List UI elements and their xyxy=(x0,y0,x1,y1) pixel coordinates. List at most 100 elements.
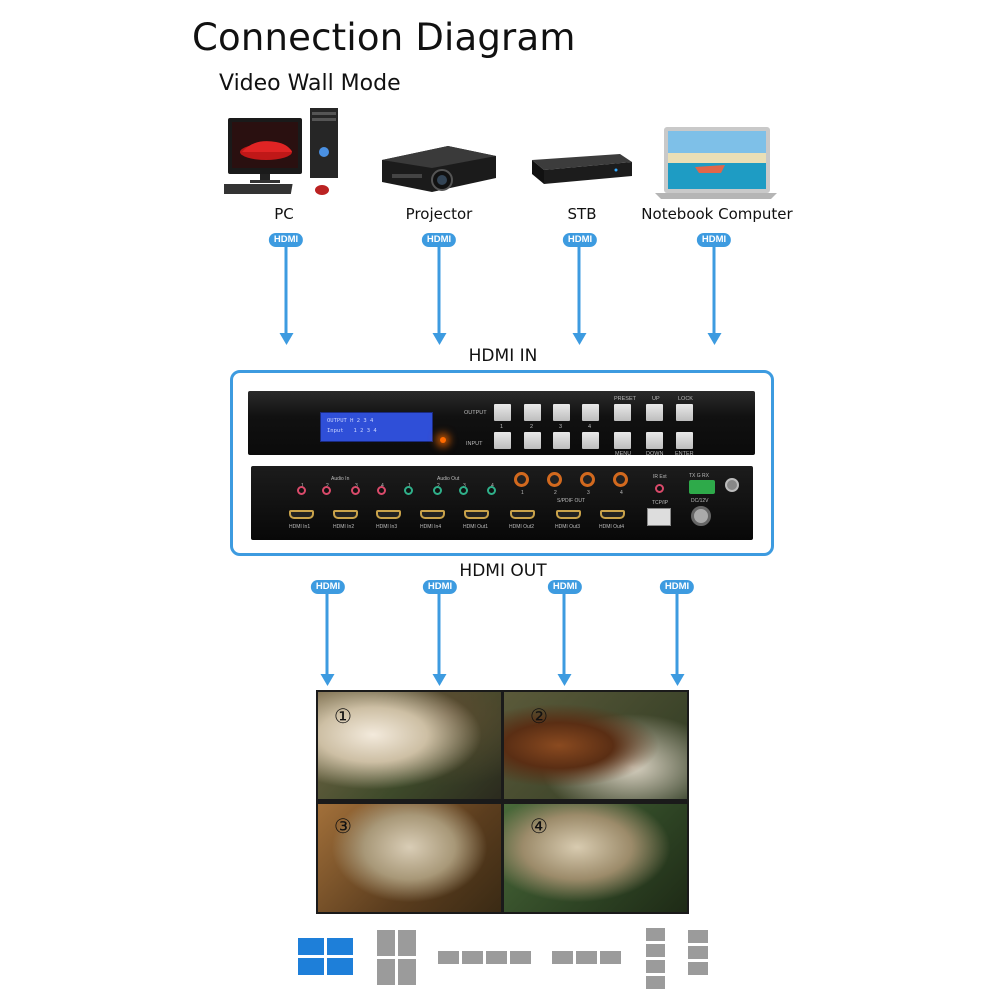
layout-tile xyxy=(576,951,597,964)
audio-out-jack[interactable] xyxy=(404,486,413,495)
screen-number: ② xyxy=(530,704,548,728)
output-key-1[interactable] xyxy=(494,404,511,421)
matrix-rear-panel: Audio In Audio Out 1 2 3 4 1 2 3 4 1 2 3… xyxy=(251,466,753,540)
source-label-notebook: Notebook Computer xyxy=(641,205,793,223)
spdif-out-jack[interactable] xyxy=(547,472,562,487)
matrix-switcher-frame xyxy=(230,370,774,556)
audio-in-jack[interactable] xyxy=(351,486,360,495)
tcpip-label: TCP/IP xyxy=(652,500,669,506)
hdmi-port-label: HDMI Out4 xyxy=(599,524,625,530)
hdmi-port[interactable] xyxy=(464,510,489,519)
lock-key[interactable] xyxy=(676,404,693,421)
layout-tile xyxy=(327,958,353,975)
dc-power-jack-icon[interactable] xyxy=(691,506,711,526)
layout-tile xyxy=(377,930,395,956)
hdmi-port-label: HDMI In2 xyxy=(333,524,355,530)
audio-out-jack[interactable] xyxy=(459,486,468,495)
hdmi-badge: HDMI xyxy=(310,580,346,594)
layout-tile xyxy=(462,951,483,964)
hdmi-badge: HDMI xyxy=(562,233,598,247)
layout-tile xyxy=(438,951,459,964)
lock-label: LOCK xyxy=(678,396,693,402)
key-number: 2 xyxy=(530,424,534,430)
input-row-label: INPUT xyxy=(466,441,483,447)
menu-key[interactable] xyxy=(614,432,631,449)
hdmi-badge: HDMI xyxy=(659,580,695,594)
spdif-out-jack[interactable] xyxy=(613,472,628,487)
spdif-jack-number: 1 xyxy=(521,490,524,496)
layout-2x2-icon[interactable] xyxy=(298,938,354,976)
rs232-terminal-icon[interactable] xyxy=(689,480,715,494)
audio-out-label: Audio Out xyxy=(437,476,460,482)
hdmi-badge: HDMI xyxy=(696,233,732,247)
screen-number: ① xyxy=(334,704,352,728)
layout-tile xyxy=(486,951,507,964)
down-key[interactable] xyxy=(646,432,663,449)
menu-label: MENU xyxy=(615,451,632,457)
layout-portrait-2x2-icon[interactable] xyxy=(377,930,417,986)
ir-ext-jack[interactable] xyxy=(655,484,664,493)
output-arrow xyxy=(562,594,566,676)
audio-out-jack[interactable] xyxy=(487,486,496,495)
hdmi-port-label: HDMI Out1 xyxy=(463,524,489,530)
output-key-2[interactable] xyxy=(524,404,541,421)
preset-label: PRESET xyxy=(614,396,637,402)
hdmi-out-label: HDMI OUT xyxy=(456,561,550,581)
hdmi-badge: HDMI xyxy=(547,580,583,594)
hdmi-port-label: HDMI Out3 xyxy=(555,524,581,530)
spdif-jack-number: 4 xyxy=(620,490,623,496)
layout-tile xyxy=(298,938,324,955)
hdmi-port[interactable] xyxy=(600,510,625,519)
input-key-3[interactable] xyxy=(553,432,570,449)
layout-tile xyxy=(552,951,573,964)
input-arrow xyxy=(577,247,581,335)
source-label-pc: PC xyxy=(274,205,294,223)
layout-1x4-icon[interactable] xyxy=(438,951,534,965)
hdmi-port[interactable] xyxy=(376,510,401,519)
ground-screw-icon xyxy=(725,478,739,492)
hdmi-port[interactable] xyxy=(510,510,535,519)
spdif-out-jack[interactable] xyxy=(514,472,529,487)
layout-1x3-icon[interactable] xyxy=(552,951,624,965)
input-key-1[interactable] xyxy=(494,432,511,449)
hdmi-port-label: HDMI In4 xyxy=(420,524,442,530)
output-key-3[interactable] xyxy=(553,404,570,421)
enter-label: ENTER xyxy=(675,451,694,457)
hdmi-port[interactable] xyxy=(556,510,581,519)
projector-icon xyxy=(382,146,496,192)
screen-number: ③ xyxy=(334,814,352,838)
source-label-stb: STB xyxy=(567,205,597,223)
layout-tile xyxy=(688,946,708,959)
input-key-2[interactable] xyxy=(524,432,541,449)
audio-in-jack[interactable] xyxy=(297,486,306,495)
wall-screen-1: ① xyxy=(318,692,501,799)
audio-in-jack[interactable] xyxy=(377,486,386,495)
hdmi-port[interactable] xyxy=(420,510,445,519)
output-key-4[interactable] xyxy=(582,404,599,421)
hdmi-port[interactable] xyxy=(333,510,358,519)
layout-3x1-icon[interactable] xyxy=(688,930,710,976)
ethernet-port-icon[interactable] xyxy=(647,508,671,526)
stb-icon xyxy=(532,154,632,184)
rs232-label: TX G RX xyxy=(689,473,710,479)
layout-tile xyxy=(377,959,395,985)
input-key-4[interactable] xyxy=(582,432,599,449)
up-key[interactable] xyxy=(646,404,663,421)
wall-screen-3: ③ xyxy=(318,804,501,912)
preset-key[interactable] xyxy=(614,404,631,421)
input-arrow xyxy=(284,247,288,335)
layout-4x1-icon[interactable] xyxy=(646,928,668,990)
enter-key[interactable] xyxy=(676,432,693,449)
spdif-out-jack[interactable] xyxy=(580,472,595,487)
diagram-title: Connection Diagram xyxy=(192,16,576,59)
source-label-projector: Projector xyxy=(405,205,473,223)
hdmi-port-label: HDMI In1 xyxy=(289,524,311,530)
layout-tile xyxy=(646,928,665,941)
hdmi-badge: HDMI xyxy=(421,233,457,247)
spdif-out-label: S/PDIF OUT xyxy=(557,498,586,504)
hdmi-port[interactable] xyxy=(289,510,314,519)
audio-in-jack[interactable] xyxy=(322,486,331,495)
audio-out-jack[interactable] xyxy=(433,486,442,495)
output-arrow xyxy=(437,594,441,676)
key-number: 3 xyxy=(559,424,563,430)
